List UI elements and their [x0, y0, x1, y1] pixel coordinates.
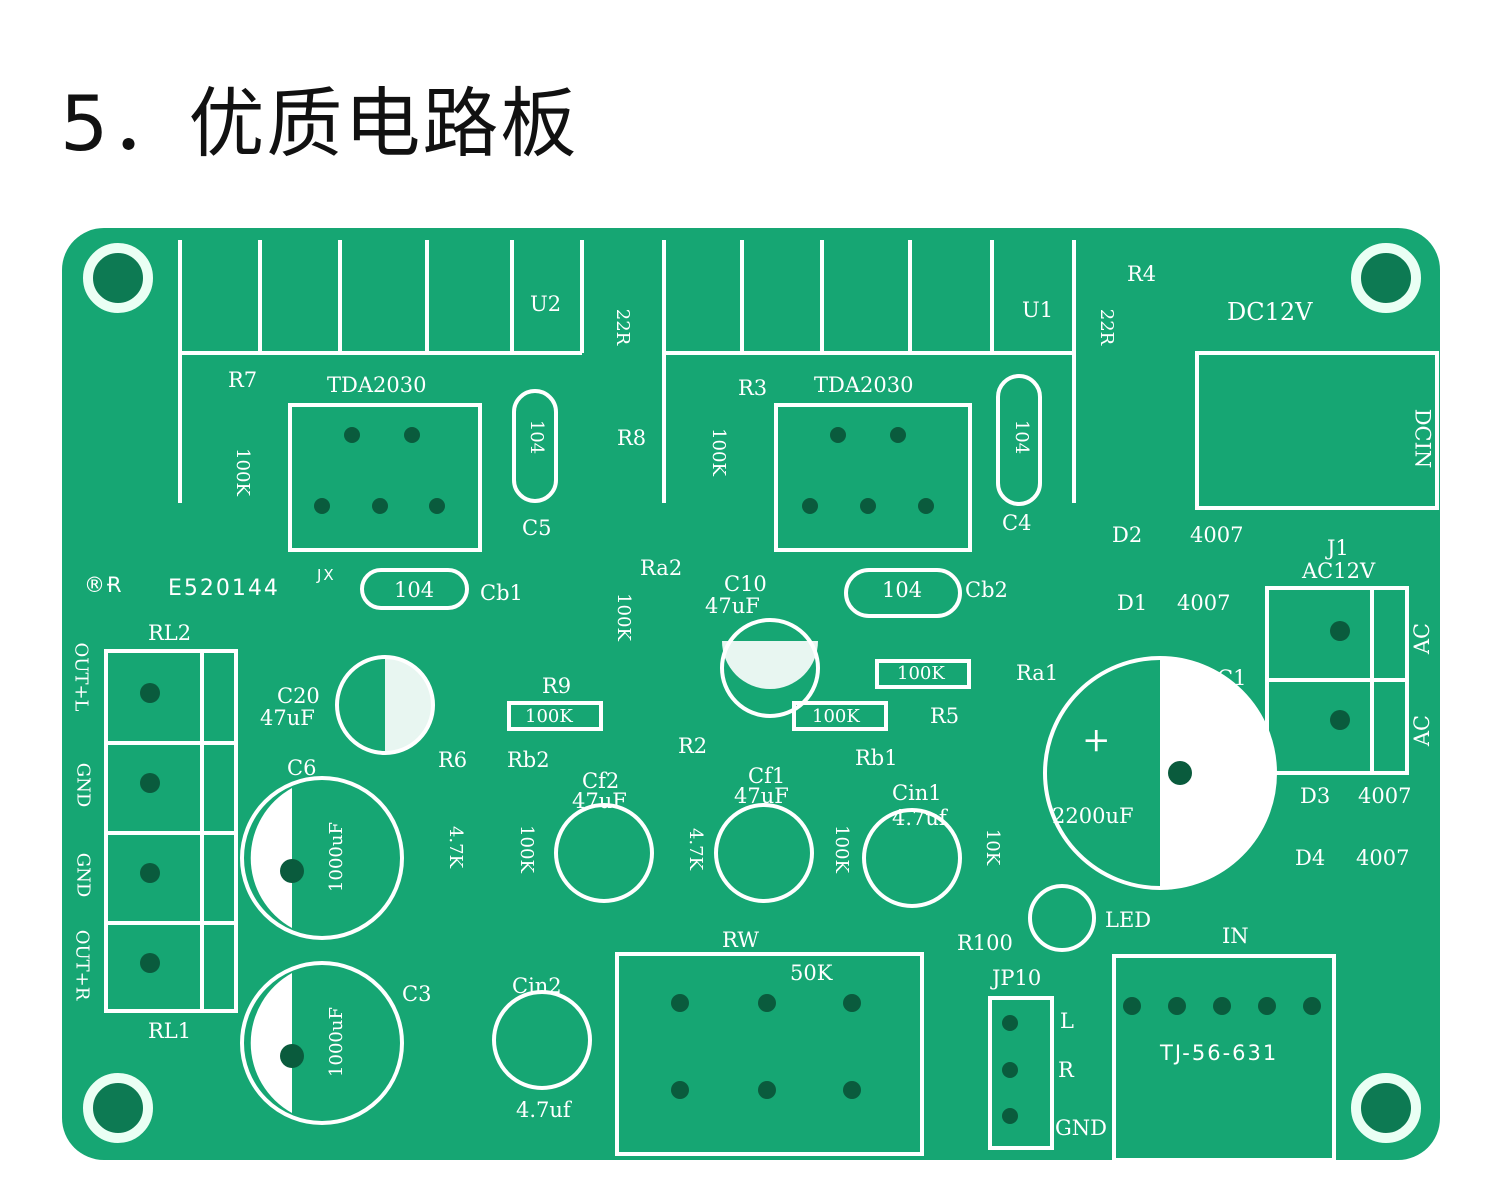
label-r4-value: 22R [1096, 308, 1118, 346]
label-jp10: JP10 [992, 966, 1042, 990]
label-rb2-value: 100K [515, 825, 537, 873]
label-cin1-value: 4.7uf [892, 806, 947, 830]
label-rb1: Rb1 [855, 746, 898, 770]
label-r7: R7 [228, 368, 258, 392]
label-l: L [1060, 1009, 1074, 1033]
label-in: IN [1222, 924, 1249, 948]
label-r5: R5 [930, 704, 960, 728]
label-ra1: Ra1 [1016, 661, 1059, 685]
silkscreen-outlines [83, 240, 1439, 1160]
label-r6: R6 [438, 748, 468, 772]
label-cf2: Cf2 [582, 769, 620, 793]
label-r6-value: 4.7K [445, 825, 467, 869]
label-d1: D1 [1117, 591, 1148, 615]
label-c6: C6 [287, 756, 317, 780]
label-jx: JX [317, 566, 336, 584]
label-c5: C5 [522, 516, 552, 540]
label-gnd-2: GND [72, 852, 94, 898]
label-d2: D2 [1112, 523, 1143, 547]
label-d4-value: 4007 [1356, 846, 1410, 870]
label-r8-value: 22R [612, 308, 634, 346]
label-ac-1: AC [1410, 622, 1435, 655]
label-tda-left: TDA2030 [327, 373, 427, 397]
label-r9: R9 [542, 674, 572, 698]
c1-plus: + [1082, 720, 1111, 760]
label-tj-56-631: TJ-56-631 [1160, 1041, 1279, 1065]
label-d2-value: 4007 [1190, 523, 1244, 547]
label-cin1: Cin1 [892, 781, 942, 805]
label-rw-value: 50K [790, 961, 833, 985]
mounting-holes [83, 243, 1421, 1143]
label-c1-value: 2200uF [1052, 804, 1134, 828]
label-cf2-value: 47uF [572, 789, 627, 813]
label-rw: RW [722, 928, 759, 952]
label-out-l: OUT+L [70, 642, 92, 712]
label-ra2: Ra2 [640, 556, 683, 580]
label-ac12v: AC12V [1302, 559, 1376, 583]
label-r5-value: 100K [812, 706, 860, 727]
label-ac-2: AC [1410, 714, 1435, 747]
label-c10-value: 47uF [705, 594, 760, 618]
label-cb2-value: 104 [882, 578, 923, 602]
label-rb2: Rb2 [507, 748, 550, 772]
label-dcin: DCIN [1410, 408, 1435, 469]
label-r: R [1058, 1058, 1074, 1082]
label-out-r: OUT+R [71, 929, 93, 1001]
label-gnd-3: GND [1055, 1116, 1107, 1140]
label-r3-value: 100K [707, 428, 729, 476]
label-ra1-value: 100K [897, 663, 945, 684]
label-c3: C3 [402, 982, 432, 1006]
ul-logo: ®Ɍ [84, 573, 124, 597]
label-r100: R100 [957, 931, 1013, 955]
label-tda-right: TDA2030 [814, 373, 914, 397]
label-gnd-1: GND [72, 762, 94, 808]
label-d1-value: 4007 [1177, 591, 1231, 615]
label-c20: C20 [277, 684, 320, 708]
label-rl2: RL2 [148, 621, 192, 645]
label-d4: D4 [1295, 846, 1326, 870]
label-cf1-value: 47uF [734, 784, 789, 808]
label-j1: J1 [1327, 536, 1349, 560]
page-title: 5．优质电路板 [60, 79, 579, 168]
label-c20-value: 47uF [260, 706, 315, 730]
label-r9-value: 100K [525, 706, 573, 727]
label-c10: C10 [724, 572, 767, 596]
label-rb1-value: 100K [830, 825, 852, 873]
label-dc12v: DC12V [1227, 298, 1313, 326]
label-c3-value: 1000uF [325, 1007, 347, 1077]
label-r4: R4 [1127, 262, 1157, 286]
label-c4-value: 104 [1011, 419, 1033, 455]
label-r7-value: 100K [231, 448, 253, 496]
label-cin2: Cin2 [512, 974, 562, 998]
label-rl1: RL1 [148, 1019, 192, 1043]
label-ra2-value: 100K [612, 593, 634, 641]
label-c1: C1 [1217, 666, 1247, 690]
label-cf1: Cf1 [748, 764, 786, 788]
label-cb2: Cb2 [965, 578, 1008, 602]
label-cb1-value: 104 [394, 578, 435, 602]
label-ul-cert: E520144 [168, 576, 280, 601]
label-c5-value: 104 [526, 419, 548, 455]
label-cin2-value: 4.7uf [516, 1098, 571, 1122]
label-cb1: Cb1 [480, 581, 523, 605]
label-r2: R2 [678, 734, 708, 758]
label-r2-value: 4.7K [685, 827, 707, 871]
label-r3: R3 [738, 376, 768, 400]
label-c6-value: 1000uF [325, 822, 347, 892]
label-r100-value: 10K [982, 828, 1004, 866]
label-d3: D3 [1300, 784, 1331, 808]
pcb-board: U2 U1 TDA2030 TDA2030 R7 R8 R3 R4 22R 22… [62, 228, 1440, 1160]
label-led: LED [1105, 908, 1152, 932]
label-u2: U2 [530, 292, 562, 316]
label-d3-value: 4007 [1358, 784, 1412, 808]
label-c4: C4 [1002, 511, 1032, 535]
label-u1: U1 [1022, 298, 1054, 322]
label-r8: R8 [617, 426, 647, 450]
